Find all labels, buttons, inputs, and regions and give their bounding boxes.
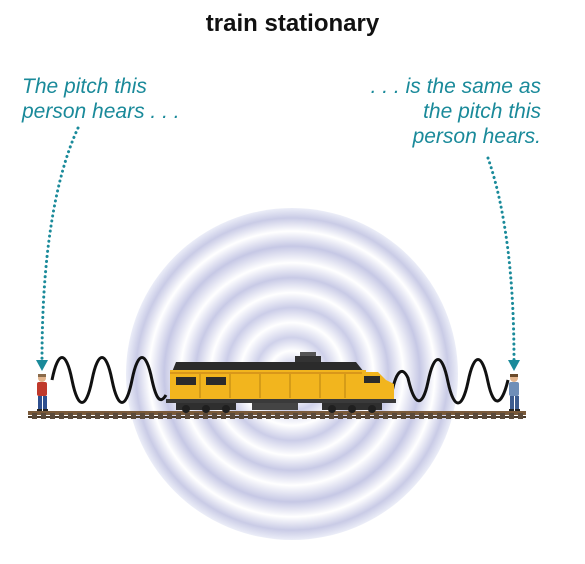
railroad-tie <box>500 413 505 419</box>
railroad-tie <box>131 413 136 419</box>
diagram-title: train stationary <box>205 10 380 37</box>
left-listener-person-icon <box>37 374 48 411</box>
railroad-tie <box>176 413 181 419</box>
left-sound-wave <box>50 356 168 404</box>
railroad-tie <box>338 413 343 419</box>
railroad-tie <box>284 413 289 419</box>
railroad-tie <box>140 413 145 419</box>
railroad-tie <box>401 413 406 419</box>
railroad-tie <box>392 413 397 419</box>
railroad-tie <box>68 413 73 419</box>
railroad-tie <box>77 413 82 419</box>
right-sound-wave <box>390 358 510 405</box>
railroad-tie <box>464 413 469 419</box>
left-pointer-arrow <box>36 126 80 371</box>
railroad-tie <box>104 413 109 419</box>
locomotive-icon <box>166 352 396 413</box>
railroad-tie <box>383 413 388 419</box>
railroad-tie <box>257 413 262 419</box>
railroad-tie <box>509 413 514 419</box>
left-caption: The pitch this person hears . . . <box>22 74 180 124</box>
right-caption: . . . is the same as the pitch this pers… <box>371 74 541 149</box>
railroad-tie <box>482 413 487 419</box>
railroad-tie <box>275 413 280 419</box>
railroad-tie <box>437 413 442 419</box>
right-caption-line-2: the pitch this <box>423 100 541 123</box>
railroad-tie <box>149 413 154 419</box>
railroad-tie <box>266 413 271 419</box>
railroad-tie <box>221 413 226 419</box>
railroad-tie <box>185 413 190 419</box>
railroad-tie <box>95 413 100 419</box>
railroad-tie <box>158 413 163 419</box>
railroad-tie <box>122 413 127 419</box>
railroad-tie <box>410 413 415 419</box>
railroad-tie <box>194 413 199 419</box>
railroad-tie <box>491 413 496 419</box>
railroad-tie <box>356 413 361 419</box>
right-listener-person-icon <box>509 374 520 411</box>
railroad-tie <box>167 413 172 419</box>
railroad-tie <box>113 413 118 419</box>
railroad-tie <box>473 413 478 419</box>
railroad-tie <box>428 413 433 419</box>
railroad-tie <box>50 413 55 419</box>
railroad-tie <box>455 413 460 419</box>
railroad-tie <box>446 413 451 419</box>
railroad-tie <box>212 413 217 419</box>
railroad-tie <box>239 413 244 419</box>
right-caption-line-3: person hears. <box>412 125 541 148</box>
right-pointer-arrow <box>486 156 520 371</box>
railroad-tie <box>203 413 208 419</box>
railroad-tie <box>365 413 370 419</box>
railroad-tie <box>293 413 298 419</box>
railroad-tie <box>230 413 235 419</box>
railroad-tie <box>86 413 91 419</box>
railroad-tie <box>32 413 37 419</box>
railroad-tie <box>248 413 253 419</box>
railroad-tie <box>347 413 352 419</box>
left-caption-line-2: person hears . . . <box>22 100 180 123</box>
railroad-tie <box>329 413 334 419</box>
right-caption-line-1: . . . is the same as <box>370 75 541 98</box>
railroad-tie <box>320 413 325 419</box>
railroad-tie <box>374 413 379 419</box>
left-caption-line-1: The pitch this <box>22 75 147 98</box>
railroad-tie <box>311 413 316 419</box>
railroad-tie <box>59 413 64 419</box>
railroad-tie <box>302 413 307 419</box>
railroad-tie <box>419 413 424 419</box>
railroad-tie <box>518 413 523 419</box>
railroad-tie <box>41 413 46 419</box>
railroad-track-icon <box>28 411 526 419</box>
